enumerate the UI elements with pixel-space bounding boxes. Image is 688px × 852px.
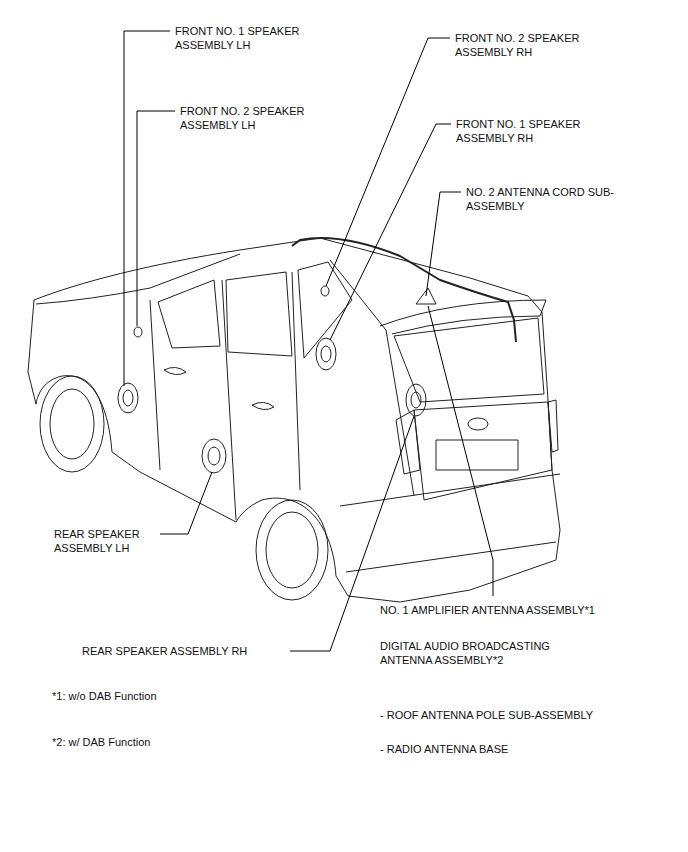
speakers bbox=[118, 286, 426, 473]
door-lines bbox=[150, 272, 300, 520]
leader-lines bbox=[124, 31, 493, 651]
tail-lights bbox=[396, 400, 558, 474]
front-wheel bbox=[50, 389, 94, 459]
rear-spoiler bbox=[380, 300, 546, 334]
part-label: - RADIO ANTENNA BASE bbox=[380, 742, 675, 756]
part-label: NO. 2 ANTENNA CORD SUB-ASSEMBLY bbox=[466, 185, 616, 213]
part-label: FRONT NO. 1 SPEAKER ASSEMBLY LH bbox=[175, 24, 325, 52]
part-label: *1: w/o DAB Function bbox=[52, 689, 252, 703]
door-handle bbox=[164, 367, 274, 409]
rear-door-window bbox=[226, 272, 292, 356]
rear-tire bbox=[256, 500, 328, 600]
license-plate bbox=[436, 440, 518, 470]
car-body bbox=[28, 238, 560, 602]
hood-line bbox=[36, 254, 240, 304]
quarter-window bbox=[298, 262, 352, 358]
part-label: - ROOF ANTENNA POLE SUB-ASSEMBLY bbox=[380, 708, 675, 722]
part-label: REAR SPEAKER ASSEMBLY LH bbox=[54, 527, 158, 555]
part-label: NO. 1 AMPLIFIER ANTENNA ASSEMBLY*1 bbox=[380, 603, 675, 617]
rear-bumper bbox=[340, 474, 560, 572]
part-label: *2: w/ DAB Function bbox=[52, 735, 252, 749]
antenna-cord bbox=[292, 238, 516, 342]
part-label: REAR SPEAKER ASSEMBLY RH bbox=[82, 644, 287, 658]
rear-window bbox=[394, 318, 544, 402]
front-door-window bbox=[158, 280, 220, 348]
rear-wheel bbox=[266, 512, 318, 588]
front-tire bbox=[40, 376, 104, 472]
part-label: FRONT NO. 2 SPEAKER ASSEMBLY RH bbox=[455, 31, 605, 59]
part-label: FRONT NO. 2 SPEAKER ASSEMBLY LH bbox=[180, 104, 330, 132]
d-pillar bbox=[330, 260, 414, 496]
emblem bbox=[468, 418, 488, 430]
part-label: FRONT NO. 1 SPEAKER ASSEMBLY RH bbox=[456, 117, 606, 145]
part-label: DIGITAL AUDIO BROADCASTING ANTENNA ASSEM… bbox=[380, 639, 595, 667]
